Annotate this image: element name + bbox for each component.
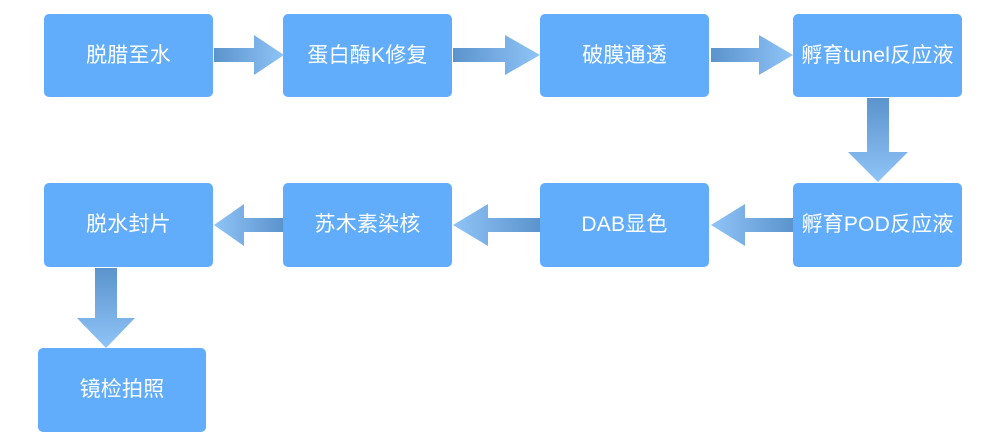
flow-node-dehydrate-mount[interactable]: 脱水封片: [44, 183, 213, 267]
flow-node-permeabilization[interactable]: 破膜通透: [540, 14, 709, 97]
flow-node-label: 镜检拍照: [79, 378, 165, 402]
flow-node-pod-reaction[interactable]: 孵育POD反应液: [793, 183, 962, 267]
arrow-left-dab-to-hematoxylin-icon: [453, 204, 540, 246]
flow-node-label: 蛋白酶K修复: [307, 43, 428, 67]
flow-node-proteinase-k[interactable]: 蛋白酶K修复: [283, 14, 452, 97]
flow-node-dewax[interactable]: 脱腊至水: [44, 14, 213, 97]
arrow-right-permeabilization-to-tunel-icon: [711, 35, 793, 75]
flow-node-label: 孵育POD反应液: [801, 213, 954, 237]
arrow-left-pod-to-dab-icon: [711, 204, 793, 246]
flow-node-tunel-reaction[interactable]: 孵育tunel反应液: [793, 14, 962, 97]
arrow-right-dewax-to-proteinase-k-icon: [214, 35, 284, 75]
arrow-right-proteinase-k-to-permeabilization-icon: [453, 35, 540, 75]
arrow-left-hematoxylin-to-mount-icon: [214, 204, 283, 246]
flow-node-label: 破膜通透: [582, 43, 667, 67]
flow-node-microscopy-photo[interactable]: 镜检拍照: [38, 348, 206, 432]
flow-node-label: DAB显色: [581, 213, 668, 237]
flow-node-label: 脱水封片: [86, 213, 171, 237]
flow-node-label: 脱腊至水: [86, 43, 171, 67]
arrow-down-mount-to-microscopy-icon: [77, 268, 135, 348]
flow-node-label: 孵育tunel反应液: [801, 43, 954, 67]
arrow-down-tunel-to-pod-icon: [848, 98, 908, 182]
flow-node-hematoxylin[interactable]: 苏木素染核: [283, 183, 452, 267]
flow-node-dab-staining[interactable]: DAB显色: [540, 183, 709, 267]
flow-node-label: 苏木素染核: [314, 213, 421, 237]
